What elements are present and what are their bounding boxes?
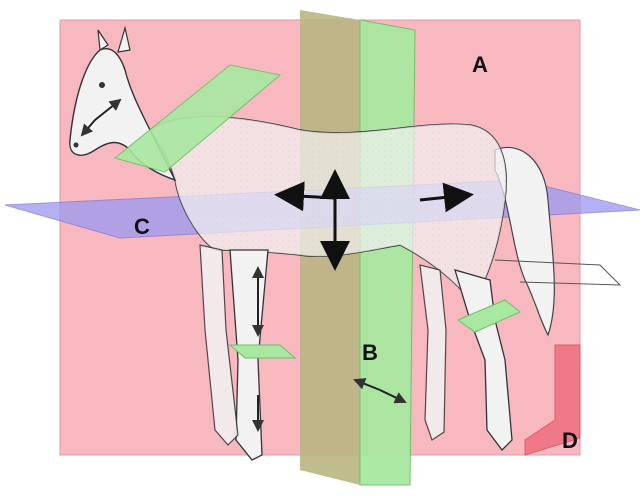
tail-outline-plane — [494, 259, 622, 286]
body-arrows — [274, 169, 474, 271]
label-b: B — [362, 340, 378, 365]
neck-transverse-section — [113, 64, 282, 173]
label-a: A — [472, 52, 488, 77]
label-d: D — [562, 428, 578, 453]
plane-b-transverse-front — [359, 19, 416, 486]
label-c: C — [134, 214, 150, 239]
head-arrows — [80, 98, 122, 137]
plane-b-arrow — [353, 378, 407, 404]
hindleg-transverse-section — [456, 299, 521, 333]
foreleg-transverse-section — [228, 344, 297, 359]
plane-d — [524, 344, 581, 456]
